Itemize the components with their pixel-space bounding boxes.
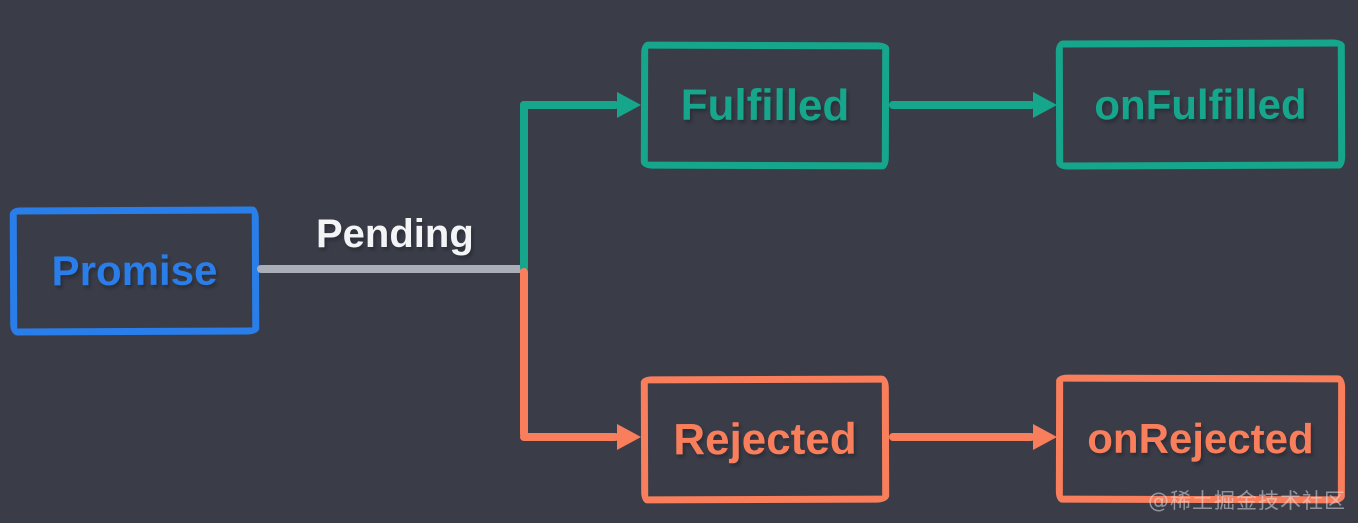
rejected-branch-horizontal-line	[520, 433, 619, 441]
arrowhead-into-onrejected-icon	[1033, 424, 1057, 450]
node-onfulfilled-label: onFulfilled	[1094, 80, 1307, 128]
fulfilled-branch-vertical-line	[520, 101, 528, 272]
node-promise: Promise	[9, 206, 260, 336]
pending-edge-label: Pending	[316, 212, 474, 256]
node-rejected-label: Rejected	[673, 414, 857, 464]
node-fulfilled-label: Fulfilled	[680, 80, 850, 130]
arrowhead-into-onfulfilled-icon	[1033, 92, 1057, 118]
fulfilled-to-onfulfilled-line	[889, 101, 1035, 109]
node-fulfilled: Fulfilled	[640, 41, 890, 170]
pending-edge-line	[257, 265, 527, 273]
rejected-to-onrejected-line	[889, 433, 1035, 441]
arrowhead-into-rejected-icon	[617, 424, 641, 450]
fulfilled-branch-horizontal-line	[520, 101, 619, 109]
watermark: @稀土掘金技术社区	[1148, 489, 1346, 513]
rejected-branch-vertical-line	[520, 268, 528, 438]
node-rejected: Rejected	[640, 375, 890, 504]
node-onfulfilled: onFulfilled	[1055, 39, 1346, 170]
node-promise-label: Promise	[51, 246, 218, 295]
arrowhead-into-fulfilled-icon	[617, 92, 641, 118]
node-onrejected-label: onRejected	[1087, 414, 1314, 463]
